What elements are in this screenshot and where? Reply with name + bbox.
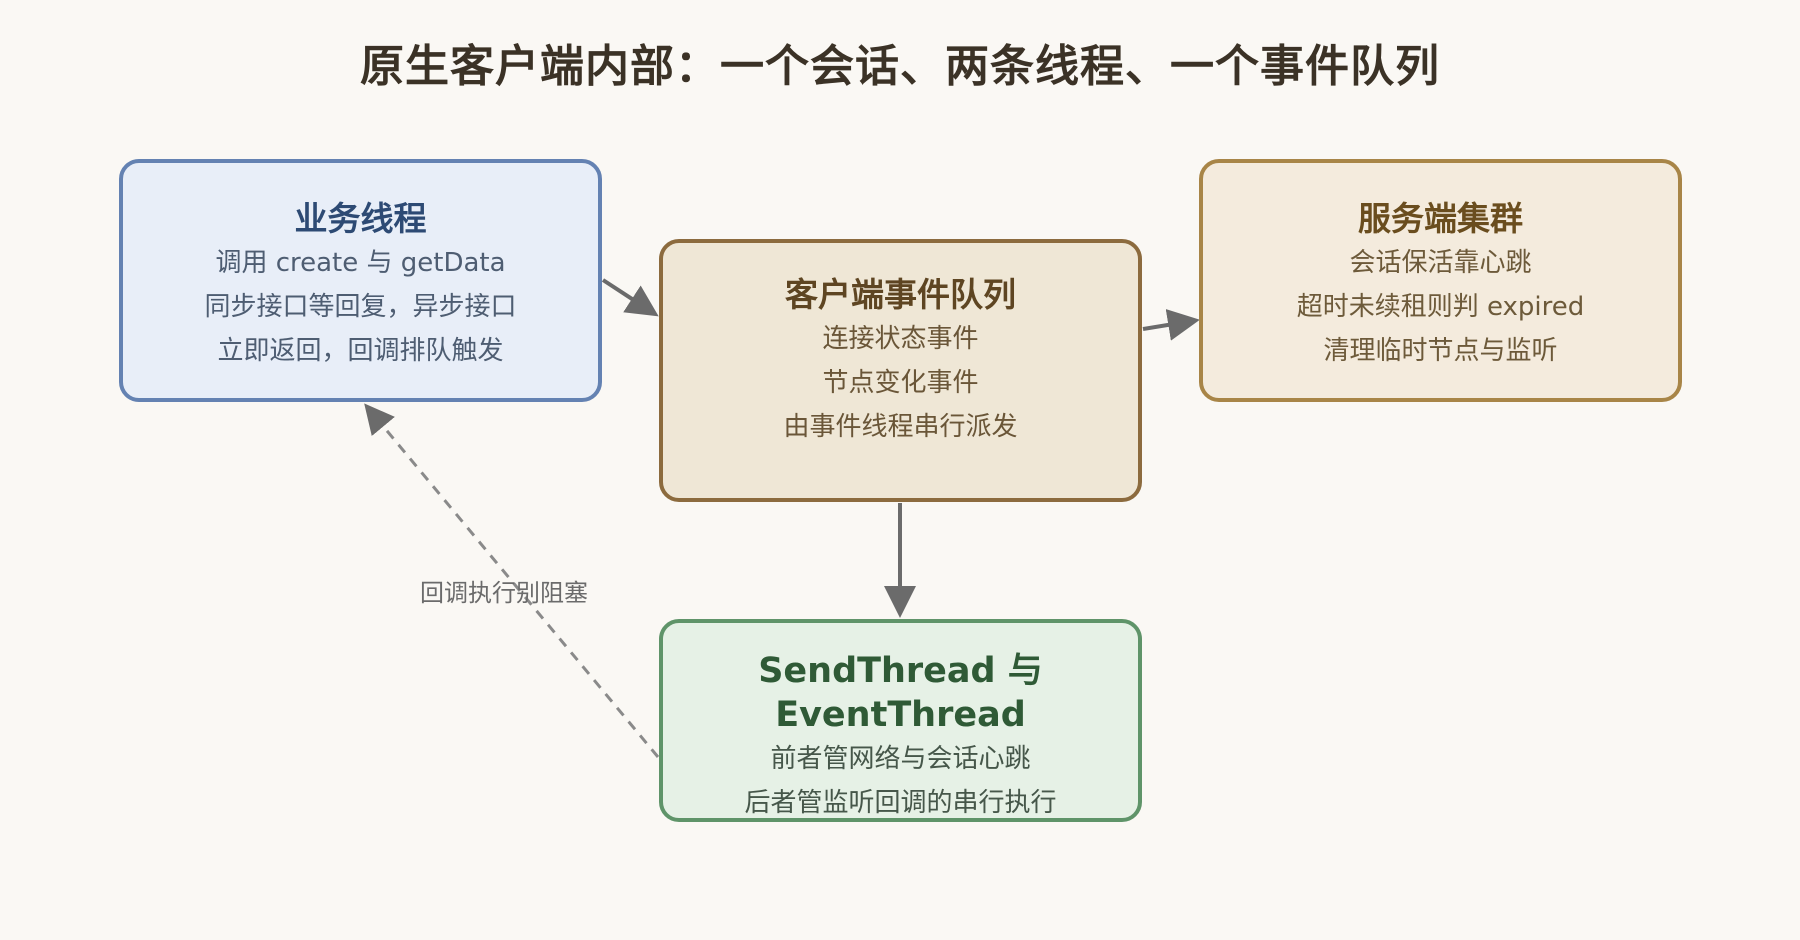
server-cluster-line-2: 超时未续租则判 expired xyxy=(1296,292,1585,322)
event-queue-line-3: 由事件线程串行派发 xyxy=(783,412,1018,442)
edge-business-to-queue xyxy=(601,278,659,317)
edge-queue-to-server xyxy=(1142,309,1200,341)
event-queue-line-1: 连接状态事件 xyxy=(822,324,979,354)
server-cluster-line-1: 会话保活靠心跳 xyxy=(1349,248,1532,278)
business-thread-node: 业务线程 调用 create 与 getData 同步接口等回复，异步接口 立即… xyxy=(119,159,602,402)
business-thread-title: 业务线程 xyxy=(294,199,427,238)
business-thread-line-2: 同步接口等回复，异步接口 xyxy=(204,292,517,322)
threads-line-2: 后者管监听回调的串行执行 xyxy=(744,788,1057,818)
threads-node: SendThread 与 EventThread 前者管网络与会话心跳 后者管监… xyxy=(659,619,1142,822)
edge-threads-to-business xyxy=(364,403,660,758)
business-thread-line-3: 立即返回，回调排队触发 xyxy=(217,336,504,366)
server-cluster-node: 服务端集群 会话保活靠心跳 超时未续租则判 expired 清理临时节点与监听 xyxy=(1199,159,1682,402)
threads-title: SendThread 与 EventThread xyxy=(758,651,1043,735)
business-thread-line-1: 调用 create 与 getData xyxy=(215,248,506,278)
server-cluster-line-3: 清理临时节点与监听 xyxy=(1323,336,1558,366)
server-cluster-title: 服务端集群 xyxy=(1358,199,1523,238)
event-queue-title: 客户端事件队列 xyxy=(785,275,1016,314)
event-queue-node: 客户端事件队列 连接状态事件 节点变化事件 由事件线程串行派发 xyxy=(659,239,1142,502)
edge-label-callback: 回调执行别阻塞 xyxy=(420,579,588,607)
event-queue-line-2: 节点变化事件 xyxy=(822,368,979,398)
threads-line-1: 前者管网络与会话心跳 xyxy=(770,744,1031,774)
page-title: 原生客户端内部：一个会话、两条线程、一个事件队列 xyxy=(360,41,1440,92)
